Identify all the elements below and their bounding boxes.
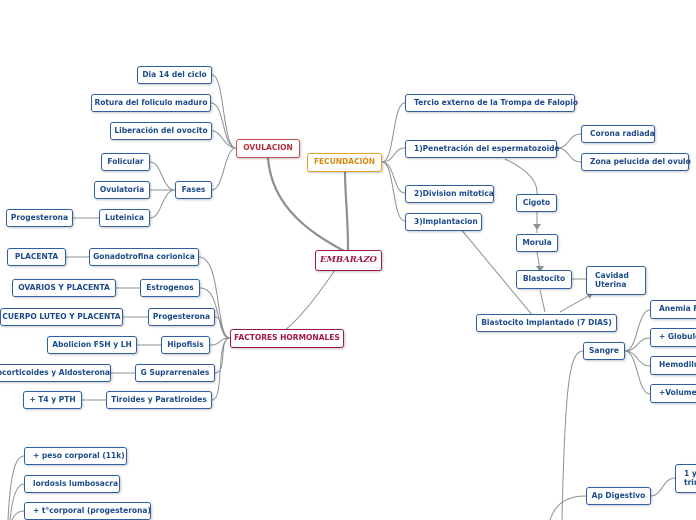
ap-digestivo-node[interactable]: Ap Digestivo	[586, 487, 651, 505]
blastocito-node[interactable]: Blastocito	[516, 270, 572, 289]
factores-hormonales-node[interactable]: FACTORES HORMONALES	[230, 329, 344, 348]
sangre-volumen[interactable]: +Volumen	[650, 384, 696, 403]
fecundacion-node[interactable]: FECUNDACIÓN	[307, 153, 382, 172]
fisico-temperatura[interactable]: + t°corporal (progesterona)	[24, 502, 151, 520]
blastocito-implantado-node[interactable]: Blastocito Implantado (7 DIAS)	[476, 314, 617, 332]
hormona-hipofisis[interactable]: Hipofisis	[161, 336, 210, 354]
ovulacion-item-rotura[interactable]: Rotura del foliculo maduro	[91, 94, 211, 112]
ovulacion-item-dia14[interactable]: Dia 14 del ciclo	[137, 66, 212, 84]
fisico-peso-corporal[interactable]: + peso corporal (11k)	[24, 447, 127, 465]
hormona-gonadotrofina[interactable]: Gonadotrofina corionica	[89, 248, 199, 266]
sangre-anemia[interactable]: Anemia Fi	[650, 300, 696, 319]
cigoto-node[interactable]: Cigoto	[516, 194, 557, 212]
hormona-estrogenos[interactable]: Estrogenos	[140, 279, 200, 297]
source-placenta[interactable]: PLACENTA	[7, 248, 66, 266]
hormona-progesterona[interactable]: Progesterona	[148, 308, 215, 326]
fecundacion-item-division[interactable]: 2)Division mitotica	[405, 185, 494, 203]
sangre-node[interactable]: Sangre	[583, 342, 625, 360]
sangre-globulo[interactable]: + Globulo	[650, 328, 696, 347]
fecundacion-item-tercio[interactable]: Tercio externo de la Trompa de Falopio	[405, 94, 578, 112]
fisico-lordosis[interactable]: lordosis lumbosacra	[24, 475, 120, 493]
fecundacion-item-implantacion[interactable]: 3)Implantacion	[405, 213, 482, 231]
root-node-embarazo[interactable]: EMBARAZO	[315, 250, 382, 271]
source-ovarios-placenta[interactable]: OVARIOS Y PLACENTA	[12, 279, 116, 297]
cavidad-uterina-node[interactable]: Cavidad Uterina	[586, 266, 646, 295]
ovulacion-node[interactable]: OVULACION	[236, 139, 300, 158]
hormona-tiroides[interactable]: Tiroides y Paratiroides	[106, 391, 212, 409]
sangre-hemodilucion[interactable]: Hemodilu	[650, 356, 696, 375]
fases-node[interactable]: Fases	[175, 181, 212, 199]
ovulacion-item-liberacion[interactable]: Liberación del ovocito	[110, 122, 212, 140]
source-abolicion-fsh[interactable]: Abolicion FSH y LH	[47, 336, 137, 354]
source-t4-pth[interactable]: + T4 y PTH	[23, 391, 82, 409]
morula-node[interactable]: Morula	[516, 234, 558, 252]
fase-luteinica[interactable]: Luteinica	[99, 209, 150, 227]
source-cuerpo-luteo[interactable]: CUERPO LUTEO Y PLACENTA	[0, 308, 123, 326]
fecundacion-item-penetracion[interactable]: 1)Penetración del espermatozoide	[405, 140, 560, 158]
penetracion-zona-pelucida[interactable]: Zona pelucida del ovulo	[581, 153, 691, 171]
digestivo-trimestre[interactable]: 1 y trim	[675, 464, 696, 493]
fase-folicular[interactable]: Folicular	[101, 153, 150, 171]
luteinica-progesterona[interactable]: Progesterona	[6, 209, 73, 227]
penetracion-corona-radiada[interactable]: Corona radiada	[581, 125, 655, 143]
fase-ovulatoria[interactable]: Ovulatoria	[94, 181, 150, 199]
hormona-suprarrenales[interactable]: G Suprarrenales	[135, 364, 215, 382]
source-corticoides[interactable]: ocorticoides y Aldosterona	[0, 364, 111, 382]
